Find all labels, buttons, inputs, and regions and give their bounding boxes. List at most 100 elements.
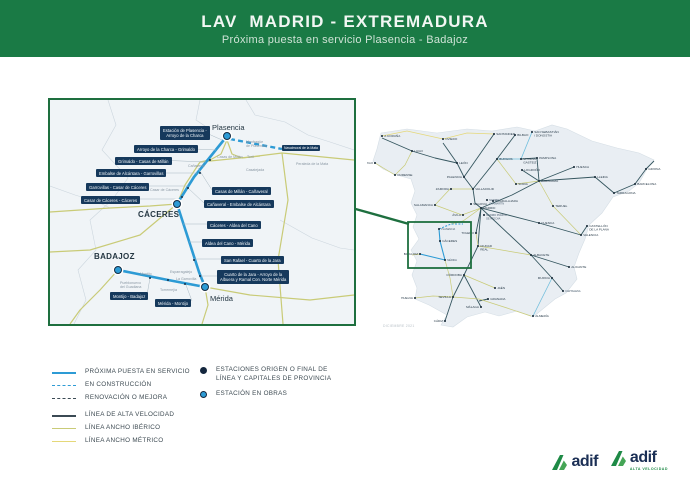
segment-label: Cáceres - Aldea del Cano — [207, 221, 261, 230]
city-label-line: ALICANTE — [571, 265, 586, 269]
city-label: OURENSE — [397, 173, 412, 177]
city-label-line: MÁLAGA — [466, 305, 480, 309]
city-label: HUELVA — [401, 296, 414, 300]
place-label: Torremejía — [160, 288, 177, 292]
city-label-line: BURGOS — [499, 157, 512, 161]
city-dot — [480, 306, 482, 308]
city-label: MADRID — [483, 206, 496, 210]
city-label-line: VALLADOLID — [475, 187, 495, 191]
network-line-hs — [472, 158, 498, 190]
segment-label: Arroyo de la Charca - Grimaldo — [134, 145, 198, 154]
city-dot — [562, 290, 564, 292]
route-node — [209, 159, 211, 161]
network-line-conv — [434, 204, 482, 216]
city-label-line: SEGOVIA — [473, 202, 488, 206]
city-label-line: ÁVILA — [452, 213, 462, 217]
city-label: ALICANTE — [571, 265, 586, 269]
city-label-line: ZARAGOZA — [541, 179, 559, 183]
city-label-line: SEVILLA — [438, 295, 451, 299]
city-dot — [520, 158, 522, 160]
city-label: VALLADOLID — [475, 187, 495, 191]
place-label: Peraleda de la Mata — [296, 162, 329, 166]
city-label-line: HUESCA — [576, 165, 590, 169]
rail-line-iberian — [277, 152, 289, 324]
segment-label: Estación de Plasencia - Arroyo de la Cha… — [160, 126, 210, 140]
city-label-line: TERUEL — [555, 204, 567, 208]
city-dot — [521, 169, 523, 171]
network-line-conv — [552, 205, 582, 236]
adif-wordmark: adif — [571, 454, 598, 470]
rail-line-service — [175, 134, 229, 206]
network-line-cons — [532, 277, 553, 317]
network-line-hs — [521, 169, 540, 182]
city-label-line: CÓRDOBA — [446, 272, 463, 277]
city-label: BARCELONA — [637, 182, 657, 186]
city-label: VIGO — [367, 161, 374, 165]
city-label-line: SANTANDER — [496, 132, 516, 136]
network-line-hs — [520, 157, 538, 160]
page-subtitle: Próxima puesta en servicio Plasencia - B… — [221, 33, 469, 46]
route-node — [199, 172, 201, 174]
legend-station-item: ESTACIÓN EN OBRAS — [200, 390, 360, 399]
network-line-conv — [515, 180, 540, 185]
segment-label: Embalse de Alcántara - Garrovillas — [96, 169, 167, 178]
city-dot — [439, 240, 441, 242]
arrow-left-stroke — [610, 451, 623, 466]
network-line-hs — [478, 298, 489, 302]
city-label: GUADALAJARA — [495, 199, 519, 203]
label-leader-line — [187, 187, 205, 204]
city-dot — [536, 157, 538, 159]
city-label-line: GIRONA — [648, 167, 661, 171]
city-dot — [586, 225, 588, 227]
city-label-line: DE LA PLANA — [589, 227, 610, 231]
city-label: LOGROÑO — [524, 167, 540, 172]
city-dot — [472, 188, 474, 190]
city-label: VITORIA-GASTEIZ — [523, 157, 536, 164]
city-label-line: CASTELLÓN — [589, 223, 607, 228]
network-line-hs — [463, 133, 495, 178]
place-label: Monfragüe de Plasencia — [246, 140, 267, 149]
city-label: LLEIDA — [597, 175, 609, 179]
city-dot — [470, 203, 472, 205]
city-label-line: MADRID PUERTA — [486, 214, 507, 217]
capital-station-icon — [200, 367, 207, 374]
city-dot — [514, 134, 516, 136]
station-marker-mérida — [201, 283, 209, 291]
city-label-line: A CORUÑA — [384, 133, 401, 138]
city-dot — [456, 162, 458, 164]
city-dot — [538, 222, 540, 224]
city-dot — [483, 214, 485, 216]
city-label-line: MADRID — [483, 206, 496, 210]
city-label: TOLEDO — [461, 231, 474, 235]
route-node — [149, 277, 151, 279]
city-dot — [613, 192, 615, 194]
city-label-line: PAMPLONA — [539, 156, 557, 160]
station-name: Plasencia — [212, 123, 245, 132]
city-label: CUENCA — [541, 221, 555, 225]
station-under-works-icon — [200, 391, 207, 398]
network-line-hs — [463, 274, 482, 308]
rail-line-iberian — [50, 203, 178, 213]
city-label: SANTANDER — [496, 132, 516, 136]
network-line-conv — [374, 162, 396, 176]
city-dot — [594, 176, 596, 178]
network-line-conv — [394, 150, 413, 176]
city-label-line: MÉRIDA — [447, 259, 457, 262]
place-label: Casar de Cáceres — [150, 188, 179, 192]
city-dot — [442, 138, 444, 140]
place-label: Montijo — [140, 272, 152, 276]
station-name: Mérida — [210, 294, 233, 303]
legend-line-item: LÍNEA DE ALTA VELOCIDAD — [52, 409, 197, 422]
legend-line-item: RENOVACIÓN O MEJORA — [52, 392, 197, 405]
city-label-line: GRANADA — [490, 297, 506, 301]
city-label: A CORUÑA — [384, 133, 401, 138]
network-line-conv — [411, 253, 421, 256]
rail-line-border — [279, 219, 354, 251]
arrow-right-stroke — [559, 460, 568, 470]
network-line-new — [419, 253, 446, 261]
network-line-conv — [477, 245, 532, 256]
city-label: PAMPLONA — [539, 156, 557, 160]
